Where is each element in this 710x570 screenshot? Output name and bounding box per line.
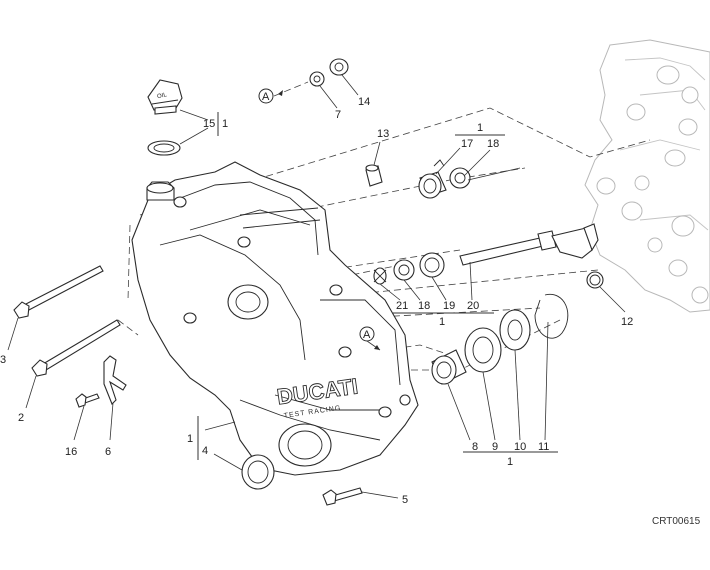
label-10: 10 [514, 441, 526, 453]
label-18-lower: 18 [418, 300, 430, 312]
nut-14 [329, 58, 349, 76]
label-13: 13 [377, 128, 389, 140]
spring-washer-21 [373, 267, 387, 285]
label-9: 9 [492, 441, 498, 453]
label-4: 4 [202, 445, 208, 457]
drawing-code: CRT00615 [652, 516, 701, 527]
label-1-bearings: 1 [477, 122, 483, 134]
bolt-5 [322, 487, 363, 506]
label-17: 17 [461, 138, 473, 150]
label-1-cover: 1 [187, 433, 193, 445]
washer-10 [499, 309, 531, 351]
long-bolt-3 [13, 265, 104, 319]
bush-13 [365, 164, 383, 187]
clutch-cover: DUCATI TEST RACING [131, 161, 419, 476]
label-2: 2 [18, 412, 24, 424]
label-7: 7 [335, 109, 341, 121]
label-16: 16 [65, 446, 77, 458]
long-bolt-2 [31, 319, 121, 377]
label-5: 5 [402, 494, 408, 506]
seal-19 [419, 252, 445, 278]
screw-16 [75, 393, 100, 408]
label-1-shaft: 1 [439, 316, 445, 328]
needle-bearing-17 [418, 159, 447, 199]
seal-ring-4 [241, 454, 275, 490]
label-1-cap: 1 [222, 118, 228, 130]
o-ring-12 [586, 271, 604, 289]
label-11: 11 [538, 441, 549, 453]
washer-7 [309, 71, 325, 87]
label-1-lower: 1 [507, 456, 513, 468]
part-labels: 15 1 7 14 13 1 17 18 21 18 19 20 1 12 8 … [0, 96, 633, 506]
marker-a-top: A [258, 81, 309, 104]
oil-cap-o-ring [147, 140, 181, 156]
oil-filler-cap: OIL [147, 79, 183, 115]
label-15: 15 [203, 118, 215, 130]
label-18-upper: 18 [487, 138, 499, 150]
marker-a-cover-text: A [363, 329, 371, 341]
leader-lines [7, 74, 626, 499]
bush-8 [431, 349, 467, 385]
cap-text: OIL [157, 92, 168, 100]
label-8: 8 [472, 441, 478, 453]
label-14: 14 [358, 96, 370, 108]
label-6: 6 [105, 446, 111, 458]
bracket-6 [103, 355, 127, 405]
label-3: 3 [0, 354, 6, 366]
circlip-11 [534, 293, 569, 339]
marker-a-top-text: A [262, 91, 270, 103]
group-brackets [197, 112, 558, 460]
label-12: 12 [621, 316, 633, 328]
bearing-9 [464, 327, 502, 373]
label-19: 19 [443, 300, 455, 312]
engine-case-ghost [584, 39, 710, 313]
label-20: 20 [467, 300, 479, 312]
marker-a-cover: A [359, 326, 381, 351]
clutch-shaft-20 [459, 223, 599, 266]
bearing-18-upper [449, 167, 471, 189]
bearing-18-lower [393, 259, 415, 281]
label-21: 21 [396, 300, 408, 312]
